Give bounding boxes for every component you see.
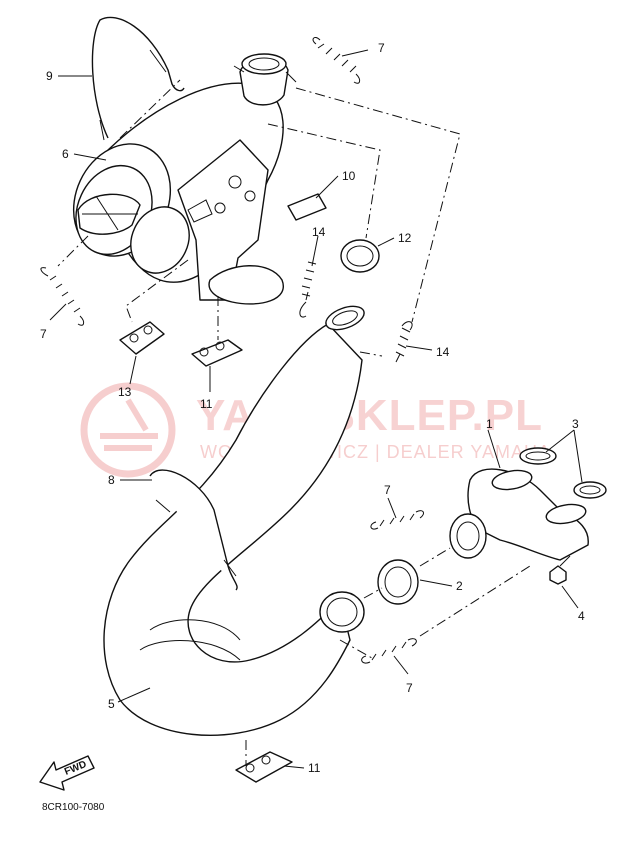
spring-14-right bbox=[395, 321, 413, 363]
callout-14-left: 14 bbox=[312, 225, 326, 239]
callout-6: 6 bbox=[62, 147, 69, 161]
bracket-11-top bbox=[191, 339, 243, 367]
callout-1: 1 bbox=[486, 417, 493, 431]
assembly-lines bbox=[57, 79, 531, 766]
callout-9: 9 bbox=[46, 69, 53, 83]
bolt-4 bbox=[549, 555, 571, 585]
spring-7-bottom bbox=[361, 638, 417, 664]
leader-lines bbox=[49, 49, 583, 769]
bracket-11-bottom bbox=[235, 751, 293, 783]
diagram-code: 8CR100-7080 bbox=[42, 802, 105, 813]
gasket-3-left bbox=[519, 447, 557, 465]
callout-7-bottom: 7 bbox=[406, 681, 413, 695]
spring-7-mid bbox=[370, 510, 424, 530]
callout-7-left: 7 bbox=[40, 327, 47, 341]
gasket-2 bbox=[377, 559, 419, 605]
callout-13: 13 bbox=[118, 385, 132, 399]
watermark-logo bbox=[80, 382, 176, 478]
exhaust-pipe bbox=[103, 305, 365, 736]
exhaust-flange bbox=[449, 468, 589, 561]
callout-7-mid: 7 bbox=[384, 483, 391, 497]
callouts: 1 3 2 4 5 6 7 7 7 7 8 9 10 11 11 12 13 1… bbox=[40, 41, 585, 775]
grommet-10 bbox=[287, 193, 327, 221]
callout-11-top: 11 bbox=[200, 397, 213, 411]
spring-14-left bbox=[299, 261, 317, 318]
callout-7-top: 7 bbox=[378, 41, 385, 55]
gasket-3-right bbox=[573, 481, 607, 499]
watermark-logo-mark bbox=[100, 398, 158, 451]
gasket-12 bbox=[340, 239, 380, 273]
silencer-inlet bbox=[233, 53, 297, 106]
callout-5: 5 bbox=[108, 697, 115, 711]
silencer bbox=[72, 82, 284, 305]
strap-9 bbox=[91, 16, 185, 141]
callout-8: 8 bbox=[108, 473, 115, 487]
fwd-arrow-icon: FWD bbox=[39, 755, 95, 791]
callout-10: 10 bbox=[342, 169, 356, 183]
callout-11-bottom: 11 bbox=[308, 761, 321, 775]
callout-2: 2 bbox=[456, 579, 463, 593]
callout-4: 4 bbox=[578, 609, 585, 623]
spring-7-top bbox=[312, 37, 361, 84]
strap-8 bbox=[149, 469, 238, 591]
bracket-13 bbox=[119, 321, 165, 355]
callout-14-right: 14 bbox=[436, 345, 450, 359]
callout-12: 12 bbox=[398, 231, 412, 245]
callout-3: 3 bbox=[572, 417, 579, 431]
spring-7-left bbox=[40, 267, 85, 326]
